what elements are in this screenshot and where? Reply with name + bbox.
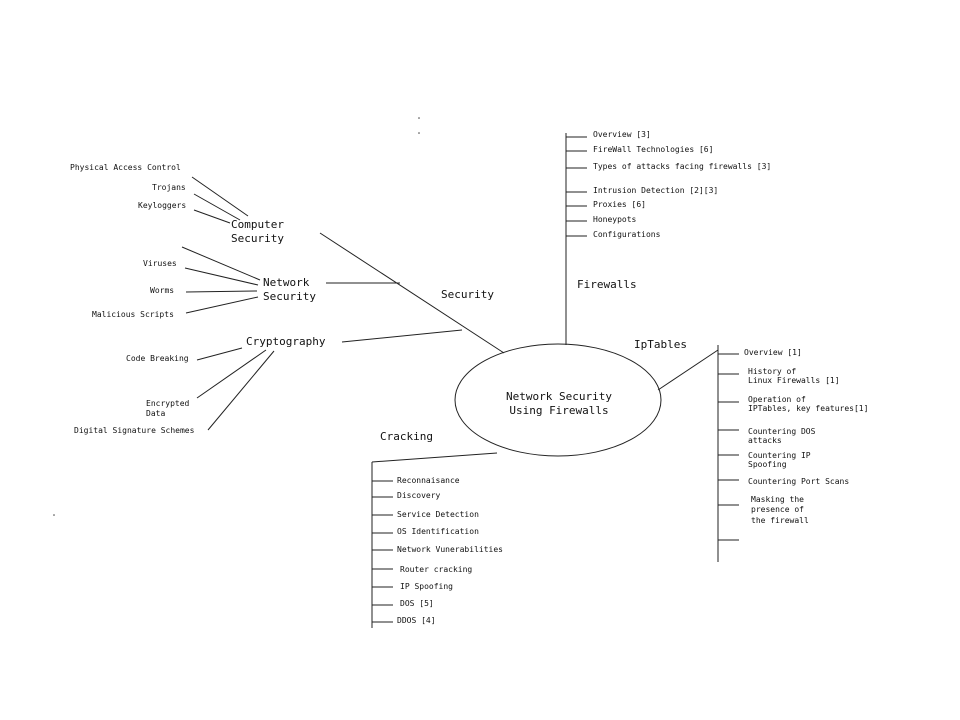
iptables-item: Countering IP xyxy=(748,451,811,460)
leaf-physical-access-control: Physical Access Control xyxy=(70,163,181,172)
iptables-item: IPTables, key features[1] xyxy=(748,404,869,413)
leaf-digital-signature-schemes: Digital Signature Schemes xyxy=(74,426,195,435)
iptables-item: Countering DOS xyxy=(748,427,816,436)
firewalls-item: Proxies [6] xyxy=(593,200,646,209)
computer-security-line1: Computer xyxy=(231,218,284,231)
security-branch-line xyxy=(319,232,505,354)
firewalls-item: FireWall Technologies [6] xyxy=(593,145,714,154)
iptables-item: Linux Firewalls [1] xyxy=(748,376,840,385)
cracking-item: IP Spoofing xyxy=(400,582,453,591)
leaf-worms: Worms xyxy=(150,286,175,295)
network-extra-link xyxy=(181,246,261,281)
firewalls-label: Firewalls xyxy=(577,278,637,291)
stray-dot xyxy=(418,132,420,134)
cracking-item: Discovery xyxy=(397,491,441,500)
iptables-branch-line xyxy=(657,349,719,391)
cryptography-label: Cryptography xyxy=(246,335,326,348)
iptables-item: Operation of xyxy=(748,395,806,404)
network-security-line2: Security xyxy=(263,290,316,303)
iptables-item: the firewall xyxy=(751,516,809,525)
center-node-title-line2: Using Firewalls xyxy=(509,404,609,417)
leaf-malicious-scripts: Malicious Scripts xyxy=(92,310,174,319)
leaf-keyloggers: Keyloggers xyxy=(138,201,187,210)
keyloggers-link xyxy=(193,209,231,224)
cracking-item: OS Identification xyxy=(397,527,479,536)
cracking-branch-line xyxy=(371,452,498,463)
cracking-item: DDOS [4] xyxy=(397,616,436,625)
firewalls-item: Configurations xyxy=(593,230,661,239)
firewalls-item: Types of attacks facing firewalls [3] xyxy=(593,162,772,171)
iptables-item: Masking the xyxy=(751,495,804,504)
iptables-label: IpTables xyxy=(634,338,687,351)
leaf-trojans: Trojans xyxy=(152,183,186,192)
cracking-item: Reconnaisance xyxy=(397,476,460,485)
physical-access-link xyxy=(191,176,249,217)
center-node-ellipse xyxy=(454,343,662,457)
iptables-item: attacks xyxy=(748,436,782,445)
cracking-label: Cracking xyxy=(380,430,433,443)
malicious-scripts-link xyxy=(185,296,259,314)
cracking-item: Service Detection xyxy=(397,510,479,519)
leaf-code-breaking: Code Breaking xyxy=(126,354,189,363)
leaf-encrypted-data-line2: Data xyxy=(146,409,166,418)
code-breaking-link xyxy=(196,347,243,361)
firewalls-item: Honeypots xyxy=(593,215,637,224)
iptables-item: Countering Port Scans xyxy=(748,477,850,486)
cryptography-branch-line xyxy=(341,329,463,343)
stray-dot xyxy=(53,514,55,516)
encrypted-data-link xyxy=(196,349,267,399)
firewalls-item: Intrusion Detection [2][3] xyxy=(593,186,719,195)
iptables-item: Spoofing xyxy=(748,460,787,469)
digital-signature-link xyxy=(207,350,275,431)
leaf-viruses: Viruses xyxy=(143,259,177,268)
center-node-title-line1: Network Security xyxy=(506,390,612,403)
iptables-item: presence of xyxy=(751,505,804,514)
leaf-encrypted-data-line1: Encrypted xyxy=(146,399,190,408)
security-label: Security xyxy=(441,288,494,301)
cracking-item: DOS [5] xyxy=(400,599,434,608)
stray-dot xyxy=(418,117,420,119)
worms-link xyxy=(185,290,258,293)
cracking-item: Network Vunerabilities xyxy=(397,545,503,554)
firewalls-item: Overview [3] xyxy=(593,130,651,139)
cracking-item: Router cracking xyxy=(400,565,473,574)
viruses-link xyxy=(184,267,259,286)
network-security-line1: Network xyxy=(263,276,310,289)
trojans-link xyxy=(193,193,241,221)
iptables-item: Overview [1] xyxy=(744,348,802,357)
iptables-item: History of xyxy=(748,367,797,376)
computer-security-line2: Security xyxy=(231,232,284,245)
